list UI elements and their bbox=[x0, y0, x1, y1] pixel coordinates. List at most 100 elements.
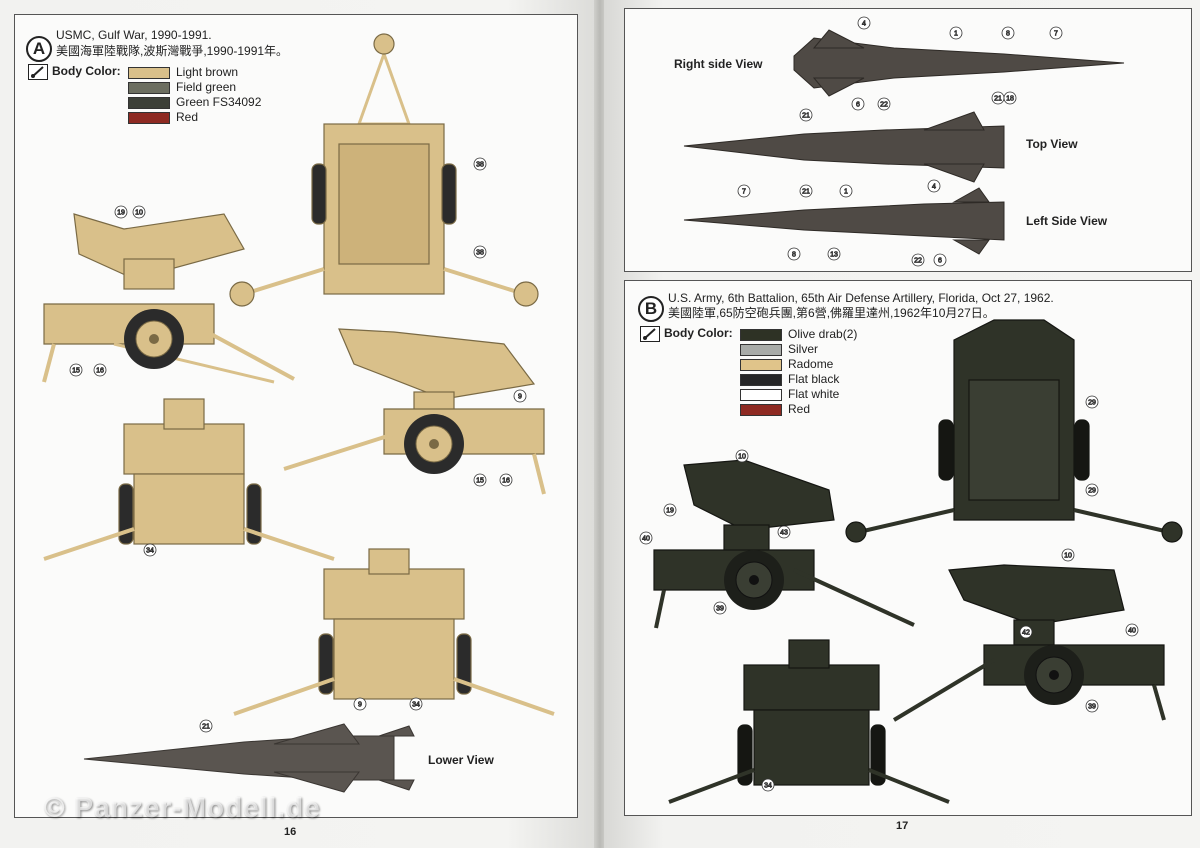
body-color-label-b: Body Color: bbox=[664, 326, 733, 340]
legend-item: Flat white bbox=[740, 387, 839, 401]
body-color-label-a: Body Color: bbox=[52, 64, 121, 78]
callout-number: 9 bbox=[518, 394, 522, 401]
svg-text:10: 10 bbox=[1064, 553, 1072, 560]
color-swatch bbox=[740, 373, 782, 386]
callout-number: 19 bbox=[117, 210, 125, 217]
missile-views-illustration: 4 1 8 7 6 22 21 18 21 7 21 1 4 8 13 22 6 bbox=[683, 16, 1125, 267]
missile-lower-view bbox=[83, 723, 415, 793]
watermark: © Panzer-Modell.de bbox=[44, 792, 321, 823]
color-swatch bbox=[740, 388, 782, 401]
callout-markers-top: 4 1 8 7 6 22 21 18 21 7 21 1 4 8 13 22 6 bbox=[737, 16, 1063, 267]
top-view-label: Top View bbox=[1026, 137, 1078, 151]
legend-item: Olive drab(2) bbox=[740, 327, 857, 341]
svg-text:34: 34 bbox=[764, 783, 772, 790]
svg-text:1: 1 bbox=[954, 31, 958, 38]
callout-number: 38 bbox=[476, 162, 484, 169]
paintbrush-icon bbox=[28, 64, 48, 80]
svg-text:13: 13 bbox=[830, 252, 838, 259]
color-swatch bbox=[128, 81, 170, 94]
svg-text:22: 22 bbox=[880, 102, 888, 109]
side-view-launcher-b bbox=[653, 459, 915, 629]
legend-item: Silver bbox=[740, 342, 818, 356]
legend-item: Light brown bbox=[128, 65, 238, 79]
svg-text:6: 6 bbox=[938, 258, 942, 265]
svg-text:8: 8 bbox=[792, 252, 796, 259]
callout-number: 10 bbox=[135, 210, 143, 217]
callout-number: 34 bbox=[146, 548, 154, 555]
front-view-launcher-a bbox=[43, 398, 335, 561]
lower-view-label: Lower View bbox=[428, 753, 494, 767]
section-a-badge: A bbox=[26, 36, 52, 62]
page-16: A USMC, Gulf War, 1990-1991. 美國海軍陸戰隊,波斯灣… bbox=[0, 0, 596, 848]
callout-number: 9 bbox=[358, 702, 362, 709]
book-gutter bbox=[594, 0, 606, 848]
callout-number: 21 bbox=[202, 724, 210, 731]
callout-number: 16 bbox=[502, 478, 510, 485]
launcher-illustrations-a: 19 10 15 16 38 38 9 15 16 34 9 34 21 bbox=[42, 33, 555, 793]
callout-number: 38 bbox=[476, 250, 484, 257]
svg-text:40: 40 bbox=[642, 536, 650, 543]
section-b-title: U.S. Army, 6th Battalion, 65th Air Defen… bbox=[668, 291, 1054, 305]
color-swatch bbox=[128, 96, 170, 109]
legend-item: Red bbox=[128, 110, 198, 124]
svg-text:40: 40 bbox=[1128, 628, 1136, 635]
missile-left-side bbox=[683, 201, 1005, 241]
svg-text:39: 39 bbox=[716, 606, 724, 613]
callout-markers-a: 19 10 15 16 38 38 9 15 16 34 9 34 21 bbox=[69, 157, 527, 733]
svg-text:19: 19 bbox=[666, 508, 674, 515]
svg-text:7: 7 bbox=[742, 189, 746, 196]
color-swatch bbox=[740, 358, 782, 371]
svg-text:18: 18 bbox=[1006, 96, 1014, 103]
section-a-title: USMC, Gulf War, 1990-1991. bbox=[56, 28, 212, 42]
legend-item: Flat black bbox=[740, 372, 839, 386]
callout-number: 16 bbox=[96, 368, 104, 375]
color-swatch bbox=[740, 328, 782, 341]
side-view-launcher-b2 bbox=[892, 564, 1166, 722]
rear-view-launcher-b bbox=[845, 319, 1183, 543]
callout-markers-b: 29 29 10 19 40 43 39 10 42 40 39 34 bbox=[639, 395, 1139, 792]
section-a-title-cn: 美國海軍陸戰隊,波斯灣戰爭,1990-1991年。 bbox=[56, 44, 289, 58]
page-17: Right side View Top View Left Side View … bbox=[604, 0, 1200, 848]
svg-text:4: 4 bbox=[862, 21, 866, 28]
legend-item: Radome bbox=[740, 357, 833, 371]
svg-text:42: 42 bbox=[1022, 630, 1030, 637]
paintbrush-icon bbox=[640, 326, 660, 342]
missile-top bbox=[683, 125, 1005, 169]
color-swatch bbox=[740, 403, 782, 416]
side-view-launcher-a2 bbox=[283, 328, 546, 495]
page-number-17: 17 bbox=[896, 820, 909, 832]
svg-text:29: 29 bbox=[1088, 400, 1096, 407]
section-b-title-cn: 美國陸軍,65防空砲兵團,第6營,佛羅里達州,1962年10月27日。 bbox=[668, 306, 995, 320]
page-number-16: 16 bbox=[284, 826, 297, 838]
color-swatch bbox=[128, 111, 170, 124]
svg-text:21: 21 bbox=[994, 96, 1002, 103]
svg-text:4: 4 bbox=[932, 184, 936, 191]
svg-text:39: 39 bbox=[1088, 704, 1096, 711]
svg-text:8: 8 bbox=[1006, 31, 1010, 38]
svg-text:21: 21 bbox=[802, 189, 810, 196]
front-view-launcher-a2 bbox=[233, 548, 555, 716]
rear-view-launcher bbox=[229, 33, 539, 307]
color-swatch bbox=[740, 343, 782, 356]
svg-text:10: 10 bbox=[738, 454, 746, 461]
legend-item: Red bbox=[740, 402, 810, 416]
callout-number: 15 bbox=[72, 368, 80, 375]
section-b-badge: B bbox=[638, 296, 664, 322]
legend-item: Green FS34092 bbox=[128, 95, 261, 109]
right-side-view-label: Right side View bbox=[674, 57, 763, 71]
callout-number: 15 bbox=[476, 478, 484, 485]
svg-text:6: 6 bbox=[856, 102, 860, 109]
left-side-view-label: Left Side View bbox=[1026, 214, 1108, 228]
svg-text:29: 29 bbox=[1088, 488, 1096, 495]
front-view-launcher-b bbox=[668, 639, 950, 804]
color-swatch bbox=[128, 66, 170, 79]
section-b-frame bbox=[624, 280, 1192, 816]
launcher-illustrations-b: 29 29 10 19 40 43 39 10 42 40 39 34 bbox=[639, 319, 1183, 804]
svg-text:1: 1 bbox=[844, 189, 848, 196]
svg-text:7: 7 bbox=[1054, 31, 1058, 38]
svg-text:21: 21 bbox=[802, 113, 810, 120]
legend-item: Field green bbox=[128, 80, 236, 94]
svg-text:22: 22 bbox=[914, 258, 922, 265]
svg-text:43: 43 bbox=[780, 530, 788, 537]
callout-number: 34 bbox=[412, 702, 420, 709]
